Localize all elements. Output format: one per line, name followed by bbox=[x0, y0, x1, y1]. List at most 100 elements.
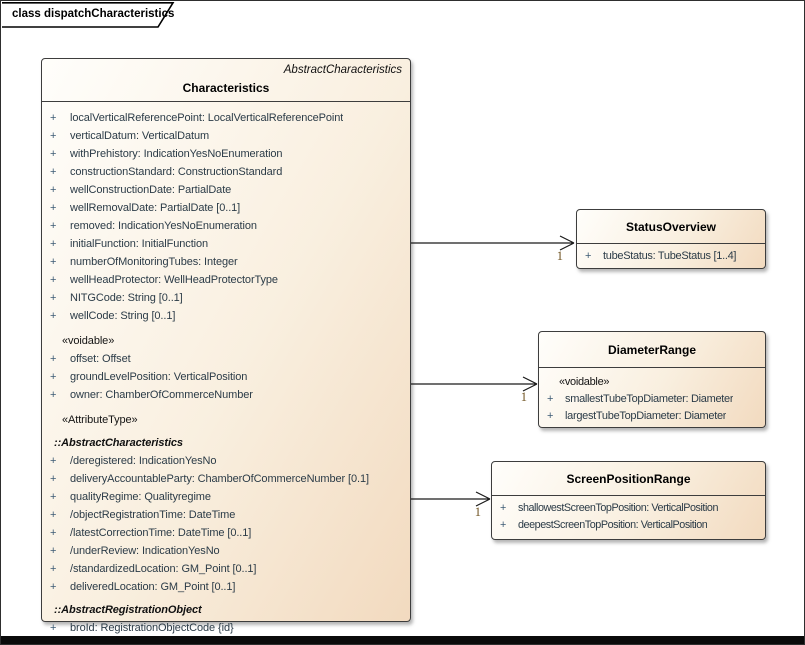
member-row: + deliveredLocation: GM_Point [0..1] bbox=[50, 578, 404, 596]
member-text: initialFunction: InitialFunction bbox=[70, 238, 209, 250]
member-text: «voidable» bbox=[62, 335, 115, 347]
class-header: ScreenPositionRange bbox=[492, 462, 765, 496]
association-arrow-diameterrange bbox=[411, 376, 538, 392]
member-text: largestTubeTopDiameter: Diameter bbox=[565, 410, 727, 422]
member-text: ::AbstractCharacteristics bbox=[54, 437, 183, 449]
member-text: wellCode: String [0..1] bbox=[70, 310, 176, 322]
member-text: broId: RegistrationObjectCode {id} bbox=[70, 622, 234, 634]
member-text: constructionStandard: ConstructionStanda… bbox=[70, 166, 283, 178]
class-box-characteristics[interactable]: AbstractCharacteristics Characteristics … bbox=[41, 58, 411, 634]
visibility-sign: + bbox=[585, 250, 592, 262]
visibility-sign: + bbox=[50, 202, 57, 214]
member-row: + /latestCorrectionTime: DateTime [0..1] bbox=[50, 524, 404, 542]
attribute-compartment: «voidable» + smallestTubeTopDiameter: Di… bbox=[539, 368, 765, 430]
member-text: /objectRegistrationTime: DateTime bbox=[70, 509, 236, 521]
member-row: + /objectRegistrationTime: DateTime bbox=[50, 506, 404, 524]
member-text: removed: IndicationYesNoEnumeration bbox=[70, 220, 257, 232]
attribute-compartment: + tubeStatus: TubeStatus [1..4] bbox=[577, 244, 765, 270]
member-row: + qualityRegime: Qualityregime bbox=[50, 488, 404, 506]
frame-title: class dispatchCharacteristics bbox=[12, 8, 175, 20]
member-row: + numberOfMonitoringTubes: Integer bbox=[50, 253, 404, 271]
member-text: /latestCorrectionTime: DateTime [0..1] bbox=[70, 527, 252, 539]
member-text: localVerticalReferencePoint: LocalVertic… bbox=[70, 112, 344, 124]
member-text: groundLevelPosition: VerticalPosition bbox=[70, 371, 248, 383]
member-row: + /deregistered: IndicationYesNo bbox=[50, 452, 404, 470]
member-text: wellRemovalDate: PartialDate [0..1] bbox=[70, 202, 241, 214]
member-row: + broId: RegistrationObjectCode {id} bbox=[50, 619, 404, 637]
member-row: + initialFunction: InitialFunction bbox=[50, 235, 404, 253]
visibility-sign: + bbox=[50, 148, 57, 160]
frame-title-tab: class dispatchCharacteristics bbox=[2, 2, 192, 30]
member-row: + largestTubeTopDiameter: Diameter bbox=[547, 408, 759, 425]
member-row: + /standardizedLocation: GM_Point [0..1] bbox=[50, 560, 404, 578]
visibility-sign: + bbox=[50, 353, 57, 365]
member-text: numberOfMonitoringTubes: Integer bbox=[70, 256, 238, 268]
member-text: withPrehistory: IndicationYesNoEnumerati… bbox=[70, 148, 283, 160]
visibility-sign: + bbox=[547, 410, 554, 422]
member-row: + withPrehistory: IndicationYesNoEnumera… bbox=[50, 145, 404, 163]
visibility-sign: + bbox=[50, 238, 57, 250]
visibility-sign: + bbox=[50, 130, 57, 142]
frame-title-tab-shape bbox=[2, 2, 175, 28]
visibility-sign: + bbox=[50, 581, 57, 593]
visibility-sign: + bbox=[50, 527, 57, 539]
member-row: + offset: Offset bbox=[50, 350, 404, 368]
class-name: ScreenPositionRange bbox=[566, 472, 691, 486]
attribute-compartment: + shallowestScreenTopPosition: VerticalP… bbox=[492, 496, 765, 539]
member-row: + wellHeadProtector: WellHeadProtectorTy… bbox=[50, 271, 404, 289]
member-row: + wellRemovalDate: PartialDate [0..1] bbox=[50, 199, 404, 217]
member-text: shallowestScreenTopPosition: VerticalPos… bbox=[518, 502, 719, 514]
visibility-sign: + bbox=[50, 184, 57, 196]
class-box-screenpositionrange[interactable]: ScreenPositionRange + shallowestScreenTo… bbox=[491, 461, 766, 540]
member-row: + shallowestScreenTopPosition: VerticalP… bbox=[500, 500, 759, 517]
member-row: ::AbstractRegistrationObject bbox=[50, 601, 404, 619]
class-name: StatusOverview bbox=[625, 220, 717, 234]
attribute-compartment: + localVerticalReferencePoint: LocalVert… bbox=[42, 102, 410, 643]
member-text: verticalDatum: VerticalDatum bbox=[70, 130, 210, 142]
bottom-bar bbox=[1, 636, 804, 644]
member-row: + /underReview: IndicationYesNo bbox=[50, 542, 404, 560]
member-text: wellConstructionDate: PartialDate bbox=[70, 184, 232, 196]
multiplicity-label: 1 bbox=[556, 249, 563, 263]
member-row: + constructionStandard: ConstructionStan… bbox=[50, 163, 404, 181]
member-row: + deliveryAccountableParty: ChamberOfCom… bbox=[50, 470, 404, 488]
member-row: + smallestTubeTopDiameter: Diameter bbox=[547, 391, 759, 408]
association-arrow-statusoverview bbox=[411, 235, 575, 251]
visibility-sign: + bbox=[50, 292, 57, 304]
class-header: DiameterRange bbox=[539, 332, 765, 368]
member-row: + tubeStatus: TubeStatus [1..4] bbox=[585, 248, 759, 265]
member-text: qualityRegime: Qualityregime bbox=[70, 491, 211, 503]
class-box-statusoverview[interactable]: StatusOverview + tubeStatus: TubeStatus … bbox=[576, 209, 766, 269]
member-text: /deregistered: IndicationYesNo bbox=[70, 455, 217, 467]
class-name: DiameterRange bbox=[607, 343, 697, 357]
member-row: «AttributeType» bbox=[50, 411, 404, 429]
member-text: «AttributeType» bbox=[62, 414, 138, 426]
member-text: offset: Offset bbox=[70, 353, 131, 365]
member-row: ::AbstractCharacteristics bbox=[50, 434, 404, 452]
member-row: «voidable» bbox=[50, 332, 404, 350]
member-text: tubeStatus: TubeStatus [1..4] bbox=[603, 250, 737, 262]
visibility-sign: + bbox=[500, 519, 506, 531]
visibility-sign: + bbox=[50, 389, 57, 401]
member-text: deepestScreenTopPosition: VerticalPositi… bbox=[518, 519, 708, 531]
class-header: AbstractCharacteristics Characteristics bbox=[42, 59, 410, 102]
member-text: smallestTubeTopDiameter: Diameter bbox=[565, 393, 734, 405]
visibility-sign: + bbox=[50, 473, 57, 485]
visibility-sign: + bbox=[50, 545, 57, 557]
visibility-sign: + bbox=[50, 274, 57, 286]
visibility-sign: + bbox=[50, 455, 57, 467]
member-row: + owner: ChamberOfCommerceNumber bbox=[50, 386, 404, 404]
visibility-sign: + bbox=[50, 622, 57, 634]
class-header: StatusOverview bbox=[577, 210, 765, 244]
visibility-sign: + bbox=[50, 112, 57, 124]
class-box-diameterrange[interactable]: DiameterRange «voidable» + smallestTubeT… bbox=[538, 331, 766, 428]
member-row: + verticalDatum: VerticalDatum bbox=[50, 127, 404, 145]
member-text: wellHeadProtector: WellHeadProtectorType bbox=[70, 274, 278, 286]
multiplicity-label: 1 bbox=[520, 390, 527, 404]
visibility-sign: + bbox=[50, 220, 57, 232]
visibility-sign: + bbox=[50, 166, 57, 178]
member-row: + groundLevelPosition: VerticalPosition bbox=[50, 368, 404, 386]
visibility-sign: + bbox=[50, 371, 57, 383]
member-row: + wellCode: String [0..1] bbox=[50, 307, 404, 325]
